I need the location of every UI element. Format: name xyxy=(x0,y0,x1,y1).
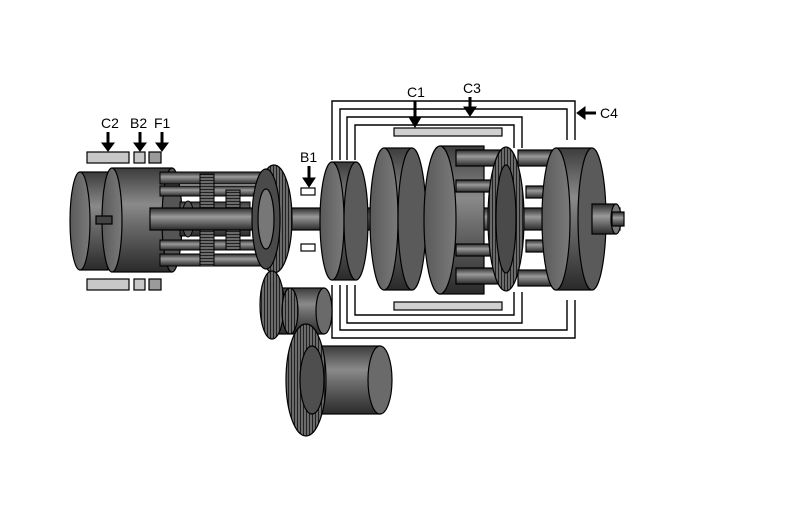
label-f1: F1 xyxy=(154,115,171,131)
ring-gear xyxy=(251,164,293,274)
pointer-arrows xyxy=(101,97,596,188)
c2-plate-bottom xyxy=(86,278,130,291)
label-c1: C1 xyxy=(407,84,425,100)
label-b1: B1 xyxy=(300,149,317,165)
label-c3: C3 xyxy=(463,80,481,96)
c2-plate-top xyxy=(86,151,130,164)
c2-arrow-icon xyxy=(101,142,115,152)
rear-brake-blocks xyxy=(86,151,162,291)
b2-block-top xyxy=(133,151,146,164)
f1-oneway-bottom xyxy=(148,278,162,291)
label-c4: C4 xyxy=(600,105,618,121)
b2-block-bottom xyxy=(133,278,146,291)
f1-arrow-icon xyxy=(155,142,169,152)
c1-arrow-icon xyxy=(408,116,422,128)
front-clutch-pack xyxy=(319,145,625,295)
label-c2: C2 xyxy=(101,115,119,131)
c4-arrow-icon xyxy=(576,106,586,120)
b1-band-top xyxy=(300,187,316,196)
clutch-plate-bottom xyxy=(393,301,503,311)
b1-band-bottom xyxy=(300,243,316,252)
b1-arrow-icon xyxy=(302,177,316,188)
label-b2: B2 xyxy=(130,115,147,131)
f1-oneway-top xyxy=(148,151,162,164)
b2-arrow-icon xyxy=(133,142,147,152)
output-gear-train xyxy=(259,270,393,437)
c3-arrow-icon xyxy=(463,106,477,117)
clutch-plate-top xyxy=(393,127,503,137)
